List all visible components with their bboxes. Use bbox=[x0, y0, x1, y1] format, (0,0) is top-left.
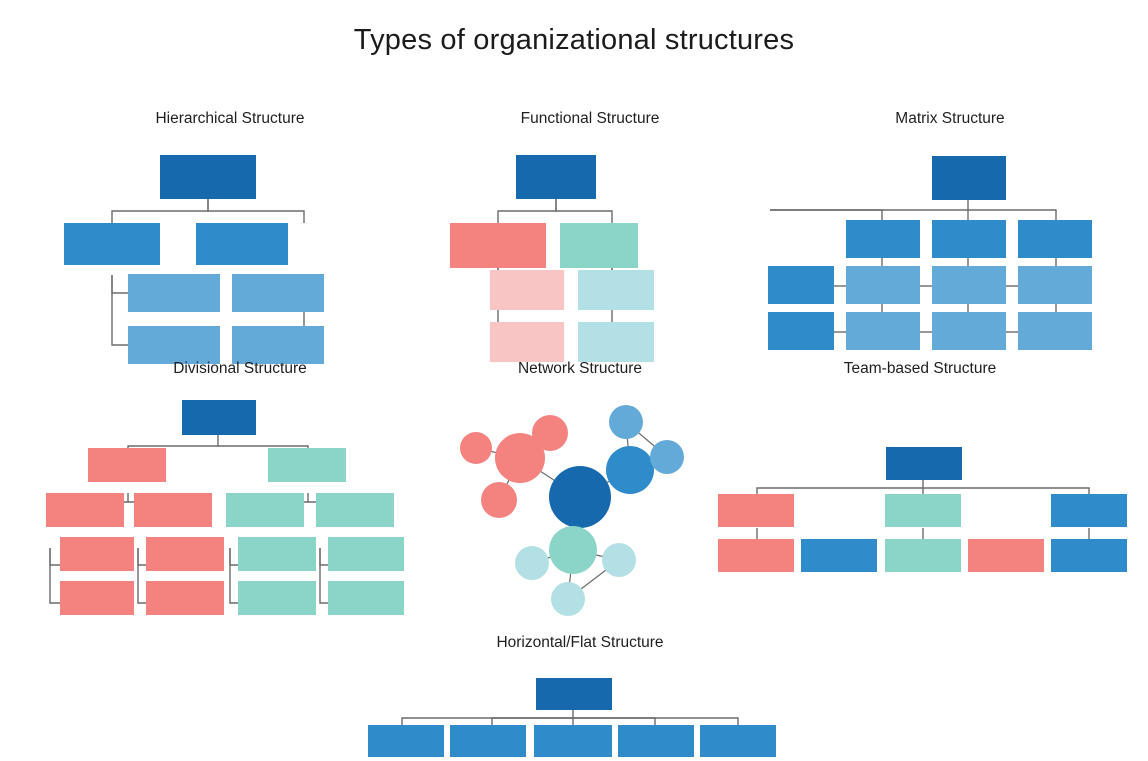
org-node-team-lead-a bbox=[718, 494, 794, 527]
org-node-matrix-cell bbox=[1018, 312, 1092, 350]
panel-hierarchical: Hierarchical Structure bbox=[60, 110, 400, 364]
network-node-coral bbox=[481, 482, 517, 518]
org-node-division-a bbox=[88, 448, 166, 482]
org-node-flat-unit bbox=[534, 725, 612, 757]
org-node-team-member bbox=[885, 539, 961, 572]
panel-caption-team-based: Team-based Structure bbox=[843, 360, 997, 377]
org-node-matrix-cell bbox=[932, 312, 1006, 350]
org-node-root bbox=[516, 155, 596, 199]
network-node-teal bbox=[602, 543, 636, 577]
org-node-flat-unit bbox=[450, 725, 526, 757]
panel-caption-hierarchical: Hierarchical Structure bbox=[155, 110, 305, 127]
org-node-team-member bbox=[1051, 539, 1127, 572]
diagram-hierarchical bbox=[60, 110, 400, 364]
org-node-subfunction-b bbox=[578, 270, 654, 310]
org-node-flat-unit bbox=[368, 725, 444, 757]
org-node-subfunction-a bbox=[490, 270, 564, 310]
panel-caption-divisional: Divisional Structure bbox=[173, 360, 307, 377]
org-node-level3 bbox=[128, 274, 220, 312]
org-node-project-header bbox=[846, 220, 920, 258]
panel-divisional: Divisional Structure bbox=[30, 360, 450, 620]
org-node-flat-unit bbox=[618, 725, 694, 757]
panel-team-based: Team-based Structure bbox=[700, 360, 1140, 600]
org-node-team-lead-b bbox=[885, 494, 961, 527]
diagram-horizontal-flat bbox=[340, 634, 820, 761]
org-node-root bbox=[886, 447, 962, 480]
org-node-team-member bbox=[718, 539, 794, 572]
network-node-cluster-teal-center bbox=[549, 526, 597, 574]
org-node-root bbox=[536, 678, 612, 710]
network-node-cluster-blue-center bbox=[606, 446, 654, 494]
panel-network: Network Structure bbox=[440, 360, 720, 620]
org-node-unit-a bbox=[60, 537, 134, 571]
org-node-subdivision-b bbox=[226, 493, 304, 527]
org-node-function-b bbox=[560, 223, 638, 268]
org-node-subdivision-b bbox=[316, 493, 394, 527]
panel-functional: Functional Structure bbox=[440, 110, 740, 362]
org-node-root bbox=[182, 400, 256, 435]
org-node-root bbox=[932, 156, 1006, 200]
network-node-blue bbox=[609, 405, 643, 439]
org-node-team-member bbox=[968, 539, 1044, 572]
network-node-blue bbox=[650, 440, 684, 474]
panel-horizontal-flat: Horizontal/Flat Structure bbox=[340, 634, 820, 761]
org-node-level3 bbox=[128, 326, 220, 364]
org-node-matrix-cell bbox=[1018, 266, 1092, 304]
org-node-function-header bbox=[768, 266, 834, 304]
org-node-unit-a bbox=[60, 581, 134, 615]
connector-layer bbox=[756, 480, 1090, 540]
org-node-subdivision-a bbox=[134, 493, 212, 527]
org-node-matrix-cell bbox=[932, 266, 1006, 304]
org-node-level3 bbox=[232, 326, 324, 364]
org-node-unit-a bbox=[146, 581, 224, 615]
org-node-subdivision-a bbox=[46, 493, 124, 527]
org-node-level2 bbox=[196, 223, 288, 265]
diagram-matrix bbox=[760, 110, 1140, 350]
org-node-level3 bbox=[232, 274, 324, 312]
network-node-coral bbox=[532, 415, 568, 451]
connector-layer bbox=[401, 710, 739, 726]
org-node-division-b bbox=[268, 448, 346, 482]
org-node-level2 bbox=[64, 223, 160, 265]
org-node-subfunction-b bbox=[578, 322, 654, 362]
org-node-unit-b bbox=[238, 537, 316, 571]
org-node-function-header bbox=[768, 312, 834, 350]
org-node-matrix-cell bbox=[846, 266, 920, 304]
connector-layer bbox=[770, 200, 1057, 333]
network-node-cluster-coral-center bbox=[495, 433, 545, 483]
org-node-team-lead-c bbox=[1051, 494, 1127, 527]
org-node-flat-unit bbox=[700, 725, 776, 757]
panel-caption-horizontal-flat: Horizontal/Flat Structure bbox=[496, 634, 664, 651]
org-node-root bbox=[160, 155, 256, 199]
org-node-project-header bbox=[932, 220, 1006, 258]
network-node-teal bbox=[515, 546, 549, 580]
org-node-function-a bbox=[450, 223, 546, 268]
org-node-project-header bbox=[1018, 220, 1092, 258]
org-node-matrix-cell bbox=[846, 312, 920, 350]
panel-matrix: Matrix Structure bbox=[760, 110, 1140, 350]
panel-caption-network: Network Structure bbox=[517, 360, 643, 377]
network-nodes bbox=[460, 405, 684, 616]
diagram-divisional bbox=[30, 360, 450, 620]
org-node-team-member bbox=[801, 539, 877, 572]
org-node-unit-b bbox=[238, 581, 316, 615]
diagram-team-based bbox=[700, 360, 1140, 600]
panel-caption-functional: Functional Structure bbox=[520, 110, 660, 127]
network-node-coral bbox=[460, 432, 492, 464]
panel-caption-matrix: Matrix Structure bbox=[895, 110, 1005, 127]
page-title: Types of organizational structures bbox=[353, 24, 795, 56]
org-node-unit-a bbox=[146, 537, 224, 571]
network-node-teal bbox=[551, 582, 585, 616]
org-node-unit-b bbox=[328, 537, 404, 571]
diagram-functional bbox=[440, 110, 740, 362]
org-node-unit-b bbox=[328, 581, 404, 615]
org-node-subfunction-a bbox=[490, 322, 564, 362]
diagram-network bbox=[440, 360, 720, 620]
network-node-hub bbox=[549, 466, 611, 528]
network-graph bbox=[460, 405, 684, 616]
